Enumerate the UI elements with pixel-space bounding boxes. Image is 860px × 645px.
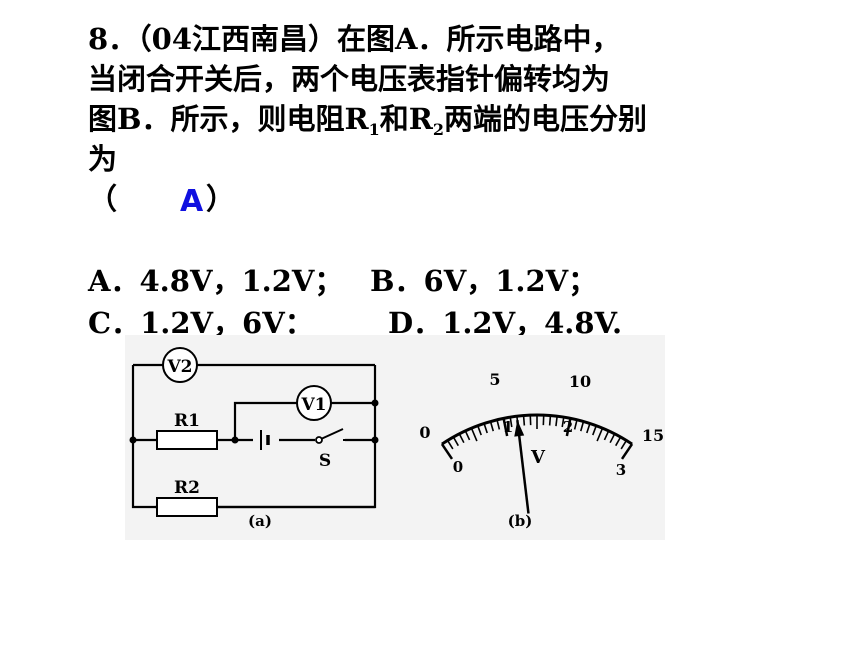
outer-tick-15: 15 [642, 426, 664, 445]
question-line-2: 当闭合开关后，两个电压表指针偏转均为 [88, 62, 611, 96]
dial-tick [458, 433, 465, 444]
resistor-r1-body [156, 430, 218, 450]
option-a: A．4.8V，1.2V； [88, 264, 344, 298]
dial-tick [464, 430, 471, 441]
line3-post: 两端的电压分别 [444, 102, 648, 136]
resistor-r2-body [156, 497, 218, 517]
line3-mid: 和R [379, 102, 433, 136]
inner-tick-0: 0 [453, 458, 463, 476]
dial-tick [586, 423, 591, 434]
dial-tick [596, 427, 604, 442]
outer-tick-5: 5 [489, 370, 500, 389]
dial-tick [620, 439, 628, 450]
dial-tick [592, 425, 598, 436]
dial-tick [620, 443, 634, 460]
dial-tick [440, 443, 454, 460]
r2-label: R2 [174, 478, 200, 498]
voltmeter-dial-b [440, 413, 634, 514]
circuit-figure: V2 V1 R1 R2 S (a) 0 5 10 15 0 1 2 3 V (b… [125, 335, 665, 540]
switch-lever [320, 428, 344, 440]
dial-tick [502, 418, 509, 437]
paren-close: ） [206, 182, 236, 216]
voltmeter-v1-icon [296, 385, 332, 421]
caption-b: (b) [508, 512, 533, 530]
needle-head [514, 420, 525, 437]
question-line-4: 为 [88, 142, 118, 176]
dial-tick [489, 421, 495, 432]
dial-tick [573, 419, 578, 430]
dial-tick [452, 436, 459, 447]
r1-label: R1 [174, 411, 200, 431]
caption-a: (a) [248, 512, 272, 530]
v1-label: V1 [300, 395, 326, 415]
dial-tick [496, 419, 501, 430]
dial-tick [483, 423, 488, 434]
outer-tick-10: 10 [569, 372, 591, 391]
question-line-3: 图B．所示，则电阻R1和R2两端的电压分别 [88, 102, 647, 147]
dial-tick [615, 436, 622, 447]
line3-pre: 图B．所示，则电阻R [88, 102, 369, 136]
dial-tick [565, 418, 572, 437]
paren-open: （ [88, 182, 118, 216]
voltmeter-v2-icon [162, 347, 198, 383]
dial-tick [509, 416, 513, 428]
r2-subscript: 2 [432, 120, 445, 139]
dial-tick [555, 416, 558, 427]
inner-tick-2: 2 [563, 418, 573, 436]
dial-tick [579, 421, 585, 432]
outer-tick-0: 0 [419, 423, 430, 442]
r1-subscript: 1 [368, 120, 380, 139]
question-line-1: 8．（04江西南昌）在图A．所示电路中， [88, 22, 621, 56]
inner-tick-1: 1 [503, 418, 513, 436]
option-d: D．1.2V，4.8V. [388, 306, 623, 340]
v2-label: V2 [166, 357, 192, 377]
dial-tick [561, 416, 565, 428]
dial-tick [446, 439, 454, 450]
dial-tick [522, 415, 526, 426]
unit-label: V [530, 447, 546, 468]
inner-tick-3: 3 [616, 461, 626, 479]
answer-letter: A [180, 184, 204, 219]
circuit-diagram-a [131, 363, 377, 509]
dial-tick [476, 425, 482, 436]
dial-tick [609, 433, 616, 444]
dial-tick [603, 430, 610, 441]
dial-tick [470, 427, 478, 442]
option-c: C．1.2V，6V： [88, 306, 314, 340]
dial-tick [548, 415, 552, 426]
circuit-svg: V2 V1 R1 R2 S (a) 0 5 10 15 0 1 2 3 V (b… [125, 335, 665, 540]
switch-label: S [319, 451, 331, 471]
option-b: B．6V，1.2V； [370, 264, 598, 298]
